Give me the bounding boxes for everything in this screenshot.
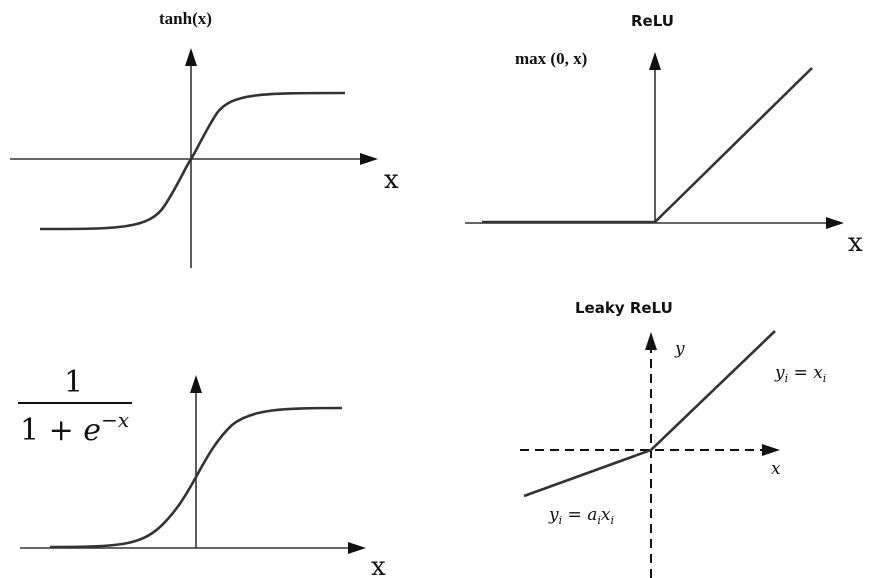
relu-x-label: x [848,228,863,258]
tanh-curve [39,91,346,231]
tanh-x-axis-arrowhead [360,153,378,165]
relu-curve [482,67,813,224]
relu-y-axis-arrowhead [649,52,661,70]
leaky-relu-positive-equation: yi = xi [774,363,826,385]
pos-eq-equals: = [788,363,813,383]
leaky-relu-y-axis-arrowhead [645,332,657,350]
neg-eq-x-sub: i [610,514,614,527]
tanh-y-axis-arrowhead [185,48,197,66]
sigmoid-denominator-exponent: −x [101,408,129,432]
leaky-relu-curve [523,330,776,498]
neg-eq-a-sub: i [597,514,601,527]
leaky-relu-x-label: x [771,459,781,479]
sigmoid-curve [49,406,343,549]
pos-eq-x-sub: i [823,372,827,385]
pos-eq-y: y [774,363,785,383]
leaky-relu-y-label: y [674,339,685,359]
sigmoid-panel: 1 1 + e−x x [18,365,386,578]
tanh-x-label: x [384,165,399,195]
pos-eq-x: x [813,363,823,383]
neg-eq-equals: = [562,505,587,525]
leaky-relu-x-axis-arrowhead [762,444,780,456]
tanh-title: tanh(x) [159,9,212,28]
relu-x-axis-arrowhead [826,217,844,229]
sigmoid-numerator: 1 [64,365,83,400]
neg-eq-a: a [587,505,597,525]
sigmoid-x-axis-arrowhead [348,542,366,554]
leaky-relu-negative-equation: yi = aixi [548,505,614,527]
sigmoid-denominator: 1 + e−x [20,408,129,448]
sigmoid-y-axis-arrowhead [190,375,202,393]
sigmoid-formula: 1 1 + e−x [18,365,132,448]
neg-eq-y: y [548,505,559,525]
neg-eq-x: x [601,505,611,525]
pos-eq-y-sub: i [785,372,789,385]
neg-eq-y-sub: i [559,514,563,527]
leaky-relu-title: Leaky ReLU [575,299,673,317]
sigmoid-denominator-base: 1 + [20,413,83,448]
relu-panel: ReLU max (0, x) x [465,12,863,258]
sigmoid-denominator-e: e [83,413,101,448]
tanh-panel: tanh(x) x [10,9,399,268]
relu-formula: max (0, x) [515,49,587,68]
leaky-relu-panel: Leaky ReLU y x yi = xi yi = aixi [520,299,826,578]
relu-title: ReLU [631,12,674,30]
sigmoid-x-label: x [371,552,386,578]
